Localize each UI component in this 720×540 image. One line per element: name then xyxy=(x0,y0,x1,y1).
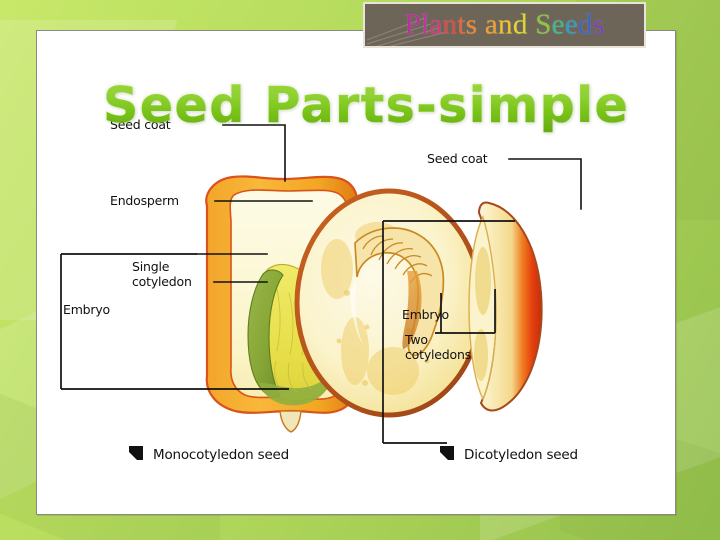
monocot-pedicel xyxy=(279,410,302,433)
banner-letter-9: d xyxy=(512,8,528,41)
banner-letter-0: P xyxy=(404,8,422,41)
bullet-marker-triangle-icon xyxy=(440,452,448,460)
caption-text-monocotyledon: Monocotyledon seed xyxy=(153,447,289,463)
dicot-radicle xyxy=(402,271,422,349)
banner-letter-7: a xyxy=(484,8,499,41)
label-embryo-right: Embryo xyxy=(402,307,449,322)
banner-title-text: Plants and Seeds xyxy=(365,8,644,41)
banner-letter-4: t xyxy=(457,8,466,41)
page-title-text: Seed Parts-simple xyxy=(103,77,630,134)
banner-letter-12: e xyxy=(551,8,565,41)
leader-seed-coat-left xyxy=(222,124,286,182)
monocot-embryo-base xyxy=(259,373,331,406)
page-title: Seed Parts-simple xyxy=(103,81,629,131)
caption-dicotyledon: Dicotyledon seed xyxy=(440,446,578,463)
label-seed-coat-right: Seed coat xyxy=(427,151,488,166)
dicot-second-texture xyxy=(474,247,491,381)
banner-letter-11: S xyxy=(535,8,552,41)
dicot-plumule-folds xyxy=(362,235,433,284)
caption-text-dicotyledon: Dicotyledon seed xyxy=(464,447,578,463)
diagram-canvas: Seed coat Endosperm Single cotyledon Emb… xyxy=(37,31,675,514)
dicot-cotyledon-second xyxy=(477,201,543,412)
leader-seed-coat-right xyxy=(508,158,582,210)
banner-letter-2: a xyxy=(429,8,443,41)
dicot-inner-gap xyxy=(350,279,363,345)
label-seed-coat-left: Seed coat xyxy=(110,117,171,132)
label-two-cotyledons-line2: cotyledons xyxy=(405,347,471,362)
label-single-cotyledon-line2: cotyledon xyxy=(132,274,192,289)
dicotyledon-seed-figure: Seed coat Embryo Two cotyledons xyxy=(294,151,582,444)
dicot-embryo xyxy=(354,227,445,357)
plants-and-seeds-banner: Plants and Seeds xyxy=(363,2,646,48)
caption-monocotyledon: Monocotyledon seed xyxy=(129,446,289,463)
label-two-cotyledons-line1: Two xyxy=(404,332,428,347)
bullet-marker-triangle-icon xyxy=(129,452,137,460)
label-single-cotyledon-line1: Single xyxy=(132,259,170,274)
content-panel: Seed Parts-simple xyxy=(36,30,676,515)
label-embryo-left: Embryo xyxy=(63,302,110,317)
banner-letter-13: e xyxy=(564,8,579,41)
banner-letter-8: n xyxy=(498,8,513,41)
label-endosperm: Endosperm xyxy=(110,193,179,208)
banner-letter-14: d xyxy=(578,8,593,41)
banner-letter-1: l xyxy=(421,8,430,41)
banner-letter-15: s xyxy=(592,8,605,41)
banner-streak-decoration xyxy=(366,17,448,46)
banner-letter-3: n xyxy=(442,8,458,41)
banner-letter-6 xyxy=(477,9,485,41)
banner-letter-5: s xyxy=(465,8,478,41)
